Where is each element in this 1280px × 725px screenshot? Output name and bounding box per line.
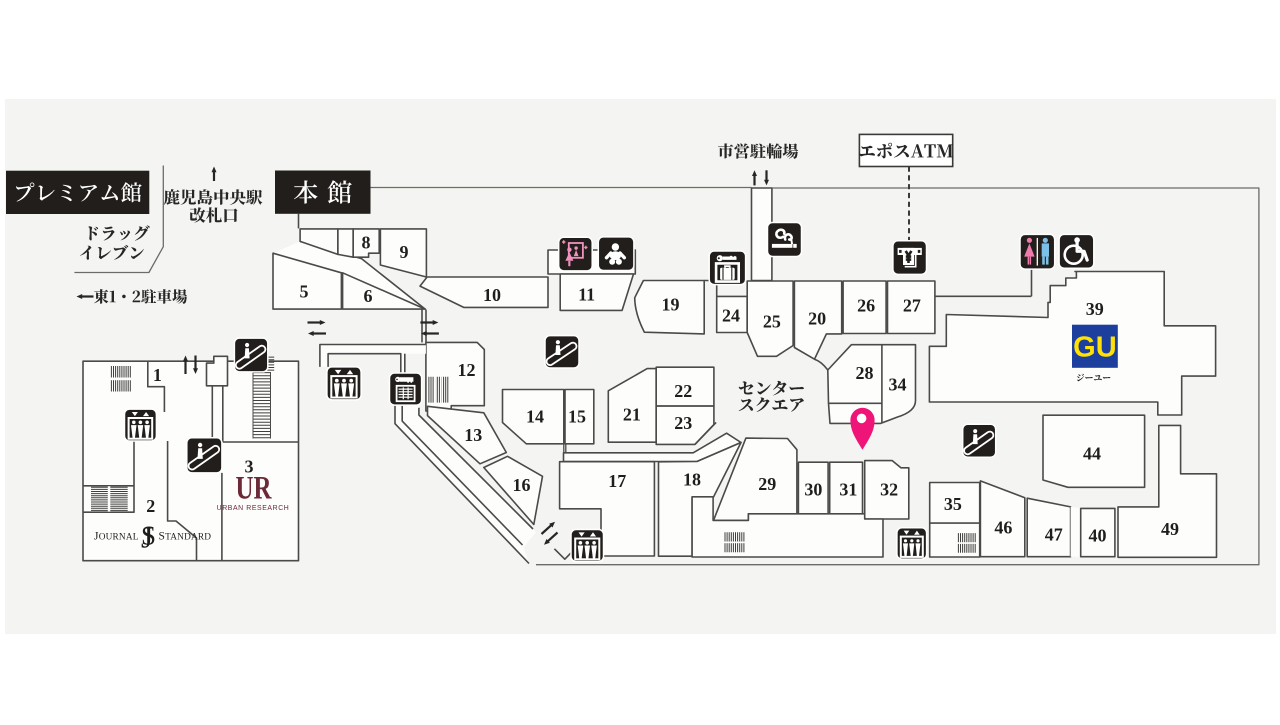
svg-text:16: 16 <box>513 475 531 495</box>
svg-text:JOURNAL: JOURNAL <box>94 530 139 542</box>
svg-text:20: 20 <box>808 308 826 328</box>
svg-text:6: 6 <box>364 286 373 306</box>
svg-text:29: 29 <box>758 474 776 494</box>
svg-text:1: 1 <box>153 365 162 385</box>
svg-text:J: J <box>141 520 153 555</box>
svg-text:19: 19 <box>662 294 680 314</box>
svg-text:14: 14 <box>526 407 544 427</box>
svg-text:15: 15 <box>568 407 586 427</box>
svg-text:11: 11 <box>578 284 595 304</box>
svg-text:35: 35 <box>944 494 962 514</box>
svg-text:8: 8 <box>362 232 371 252</box>
svg-text:30: 30 <box>804 480 822 500</box>
svg-text:GU: GU <box>1073 331 1117 363</box>
svg-text:STANDARD: STANDARD <box>159 530 212 542</box>
svg-text:23: 23 <box>674 413 692 433</box>
svg-text:21: 21 <box>623 405 641 425</box>
svg-text:3: 3 <box>245 457 254 477</box>
svg-text:5: 5 <box>300 282 309 302</box>
svg-text:UR: UR <box>236 471 273 507</box>
svg-text:13: 13 <box>464 425 482 445</box>
svg-text:40: 40 <box>1089 525 1107 545</box>
svg-text:28: 28 <box>856 363 874 383</box>
svg-text:39: 39 <box>1086 299 1104 319</box>
svg-text:49: 49 <box>1161 519 1179 539</box>
svg-text:17: 17 <box>608 471 626 491</box>
svg-text:URBAN RESEARCH: URBAN RESEARCH <box>217 505 290 512</box>
svg-text:18: 18 <box>683 470 701 490</box>
svg-text:2: 2 <box>146 496 155 516</box>
svg-text:12: 12 <box>458 360 476 380</box>
svg-text:S: S <box>141 521 156 551</box>
svg-text:31: 31 <box>839 480 857 500</box>
svg-text:9: 9 <box>400 242 409 262</box>
svg-text:22: 22 <box>674 381 692 401</box>
svg-text:47: 47 <box>1045 525 1063 545</box>
svg-text:34: 34 <box>889 375 907 395</box>
svg-text:27: 27 <box>903 296 921 316</box>
svg-text:10: 10 <box>483 285 501 305</box>
svg-text:24: 24 <box>722 305 740 325</box>
svg-text:25: 25 <box>763 311 781 331</box>
svg-text:32: 32 <box>880 480 898 500</box>
svg-text:26: 26 <box>857 296 875 316</box>
svg-text:44: 44 <box>1083 444 1101 464</box>
svg-text:46: 46 <box>994 518 1012 538</box>
